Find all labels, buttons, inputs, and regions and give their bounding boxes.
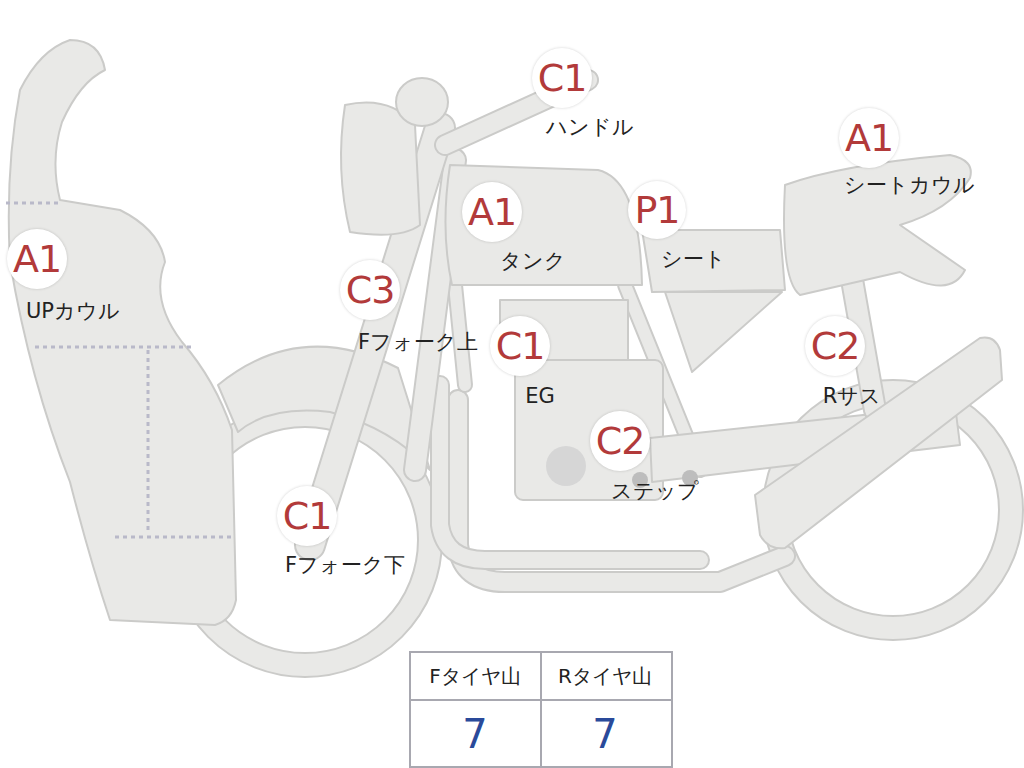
grade-callout: P1シート: [628, 181, 686, 239]
engine-cover: [546, 446, 586, 486]
part-name: タンク: [500, 250, 566, 273]
grade-callout: C2Rサス: [805, 316, 866, 377]
seat: [642, 230, 785, 292]
grade-callout: A1タンク: [462, 182, 522, 242]
grade-code: P1: [634, 191, 679, 229]
panel-line: [35, 346, 195, 349]
part-name: シートカウル: [844, 174, 975, 197]
engine-block: [515, 360, 663, 500]
part-name: Fフォーク下: [285, 554, 405, 577]
upper-cowl: [9, 40, 236, 625]
exhaust: [755, 338, 1002, 549]
side-cover: [665, 292, 782, 372]
grade-callout: C1Fフォーク下: [277, 486, 338, 547]
panel-line: [147, 350, 150, 534]
grade-code: C2: [811, 327, 860, 365]
table-header: Rタイヤ山: [558, 665, 652, 687]
part-name: シート: [661, 248, 726, 271]
tread-value: 7: [592, 712, 617, 756]
grade-callout: A1UPカウル: [7, 229, 67, 289]
grade-code: C2: [596, 422, 645, 460]
table-frame: [410, 652, 672, 767]
grade-code: A1: [468, 193, 516, 231]
grade-code: C3: [346, 271, 395, 309]
grade-callout: C3Fフォーク上: [340, 260, 401, 321]
part-name: Rサス: [823, 385, 882, 408]
grade-code: C1: [496, 327, 545, 365]
panel-line: [6, 202, 60, 205]
tread-value: 7: [462, 712, 487, 756]
grade-callout: C2ステップ: [590, 411, 651, 472]
panel-line: [115, 536, 234, 539]
grade-callout: A1シートカウル: [839, 108, 899, 168]
part-name: ハンドル: [546, 116, 634, 139]
part-name: EG: [525, 385, 555, 408]
meter: [396, 78, 448, 126]
part-name: ステップ: [611, 480, 699, 503]
grade-callout: C1EG: [490, 316, 551, 377]
grade-code: C1: [283, 497, 332, 535]
part-name: UPカウル: [26, 300, 120, 323]
part-name: Fフォーク上: [358, 331, 478, 354]
grade-code: A1: [845, 119, 893, 157]
grade-code: A1: [13, 240, 61, 278]
table-header: Fタイヤ山: [429, 665, 521, 687]
fuel-tank: [445, 165, 642, 285]
grade-code: C1: [538, 59, 587, 97]
grade-callout: C1ハンドル: [532, 48, 593, 109]
table-rule: [540, 652, 542, 767]
